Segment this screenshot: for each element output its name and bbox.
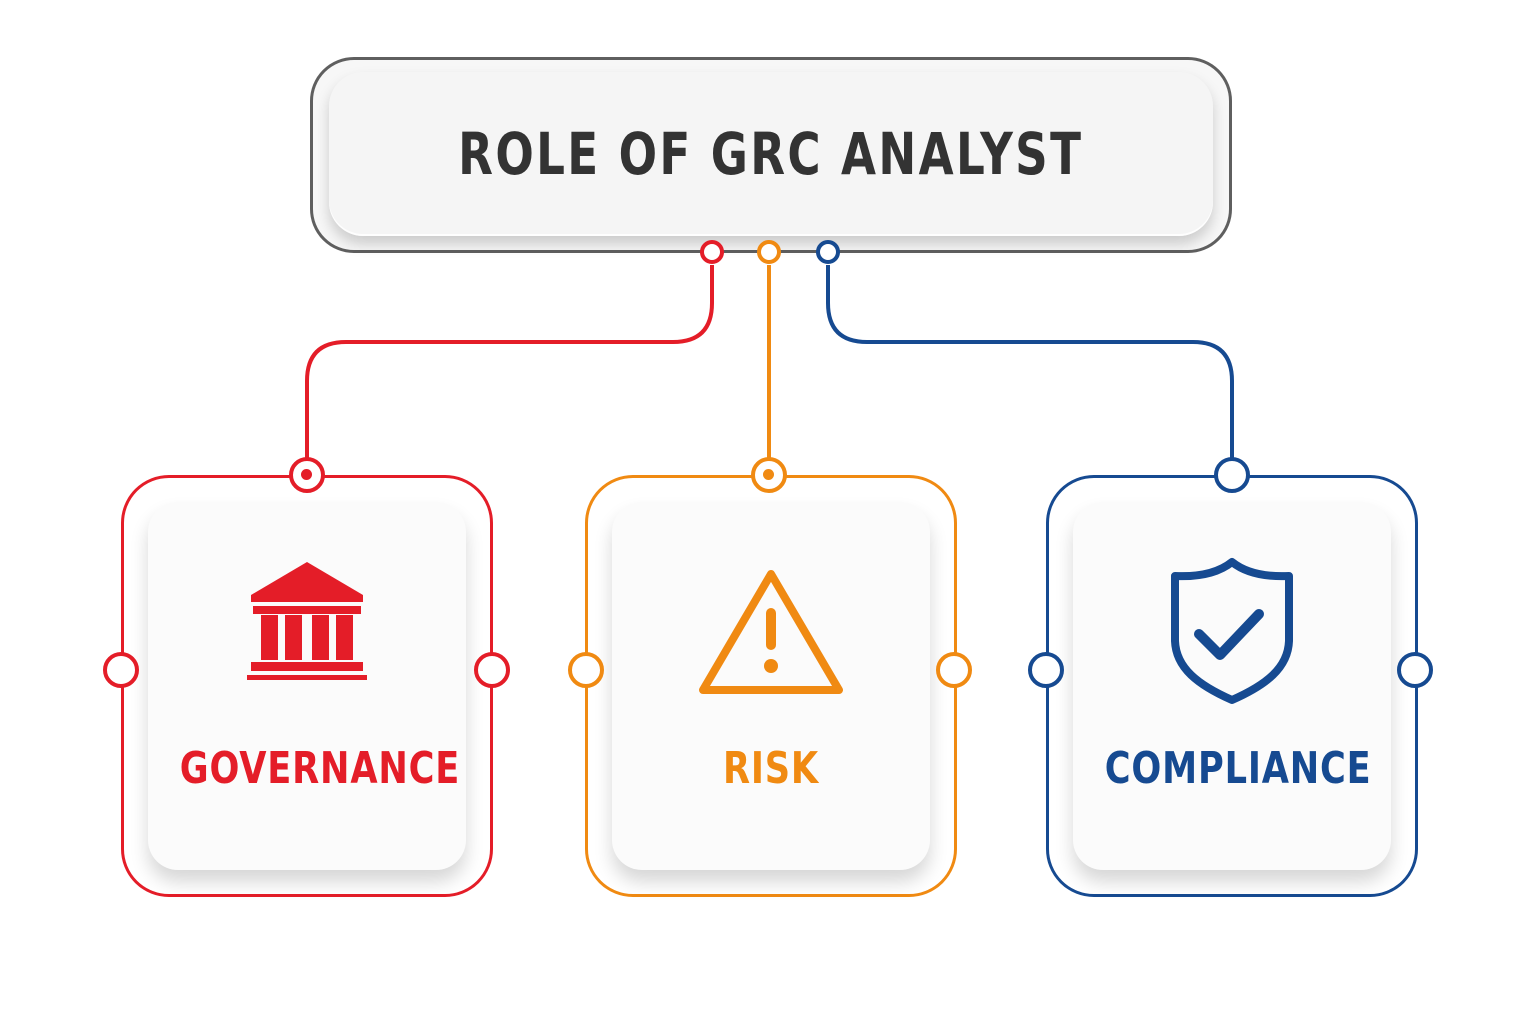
- governance-card: GOVERNANCE: [121, 475, 493, 897]
- diagram-title: ROLE OF GRC ANALYST: [458, 120, 1084, 188]
- compliance-right-node: [1397, 652, 1433, 688]
- shield-check-icon: [1171, 558, 1293, 704]
- risk-right-node: [936, 652, 972, 688]
- compliance-card: COMPLIANCE: [1046, 475, 1418, 897]
- governance-connector: [305, 265, 714, 475]
- title-box: ROLE OF GRC ANALYST: [310, 57, 1232, 253]
- governance-card-panel: GOVERNANCE: [148, 502, 466, 870]
- compliance-label: COMPLIANCE: [1104, 743, 1372, 794]
- risk-card: RISK: [585, 475, 957, 897]
- compliance-card-top-node: [1214, 457, 1250, 493]
- title-inner-panel: ROLE OF GRC ANALYST: [329, 72, 1213, 236]
- governance-top-node: [700, 240, 724, 264]
- government-building-icon: [247, 562, 367, 680]
- risk-top-node: [757, 240, 781, 264]
- risk-label: RISK: [722, 743, 820, 794]
- risk-card-top-node: [751, 457, 787, 493]
- risk-left-node: [568, 652, 604, 688]
- compliance-left-node: [1028, 652, 1064, 688]
- compliance-connector: [826, 265, 1234, 475]
- governance-label: GOVERNANCE: [179, 743, 461, 794]
- warning-triangle-icon: [699, 570, 843, 694]
- governance-right-node: [474, 652, 510, 688]
- governance-left-node: [103, 652, 139, 688]
- compliance-card-panel: COMPLIANCE: [1073, 502, 1391, 870]
- compliance-top-node: [816, 240, 840, 264]
- risk-card-panel: RISK: [612, 502, 930, 870]
- governance-card-top-node: [289, 457, 325, 493]
